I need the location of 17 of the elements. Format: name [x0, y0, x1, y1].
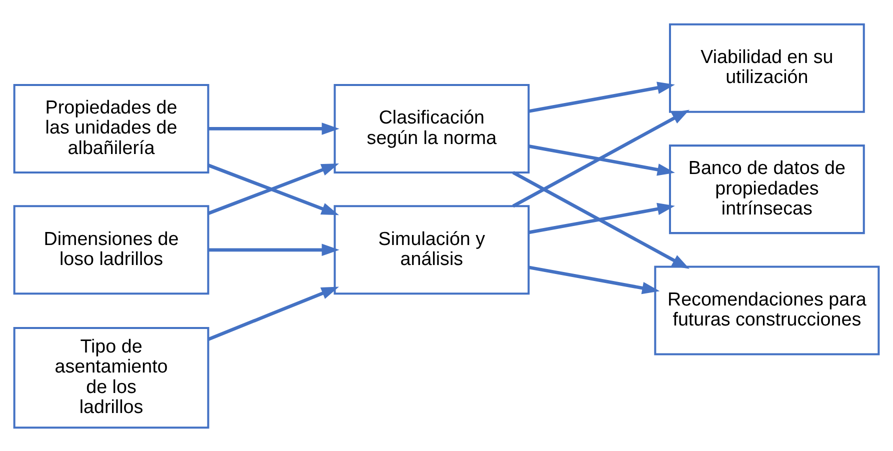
node-box: Viabilidad en su utilización: [668, 22, 865, 112]
node-box: Clasificación según la norma: [334, 83, 530, 173]
node-box: Simulación y análisis: [334, 204, 530, 294]
arrow: [528, 81, 675, 112]
node-box: Dimensiones de loso ladrillos: [13, 204, 210, 294]
arrow: [208, 286, 339, 340]
node-box: Recomendaciones para futuras construcciones: [654, 265, 880, 355]
node-box: Propiedades de las unidades de albañilería: [13, 83, 210, 173]
arrow: [528, 144, 675, 176]
arrow: [512, 170, 690, 268]
node-box: Tipo de asentamiento de los ladrillos: [13, 326, 210, 428]
arrow: [528, 265, 660, 294]
arrow: [208, 122, 340, 134]
arrow: [512, 109, 690, 208]
arrow: [208, 243, 340, 256]
arrow: [528, 202, 675, 234]
node-box: Banco de datos de propiedades intrínsecas: [668, 144, 865, 234]
